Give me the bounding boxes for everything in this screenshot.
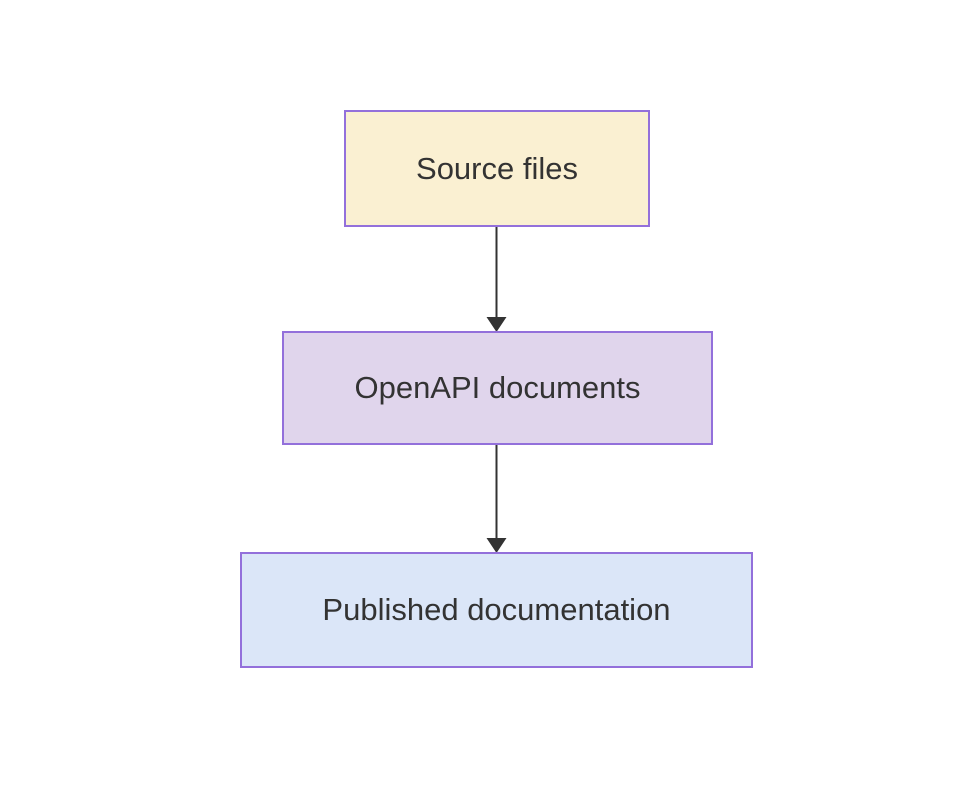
node-published-documentation: Published documentation: [240, 552, 753, 668]
arrowhead-down-icon: [486, 317, 507, 332]
arrowhead-down-icon: [486, 538, 507, 553]
node-source-files: Source files: [344, 110, 650, 227]
edge-source-to-openapi: [486, 226, 507, 332]
edge-openapi-to-published: [486, 445, 507, 553]
node-openapi-documents: OpenAPI documents: [282, 331, 713, 445]
node-openapi-documents-label: OpenAPI documents: [354, 370, 641, 405]
node-source-files-label: Source files: [416, 150, 578, 186]
node-published-documentation-label: Published documentation: [322, 592, 671, 627]
